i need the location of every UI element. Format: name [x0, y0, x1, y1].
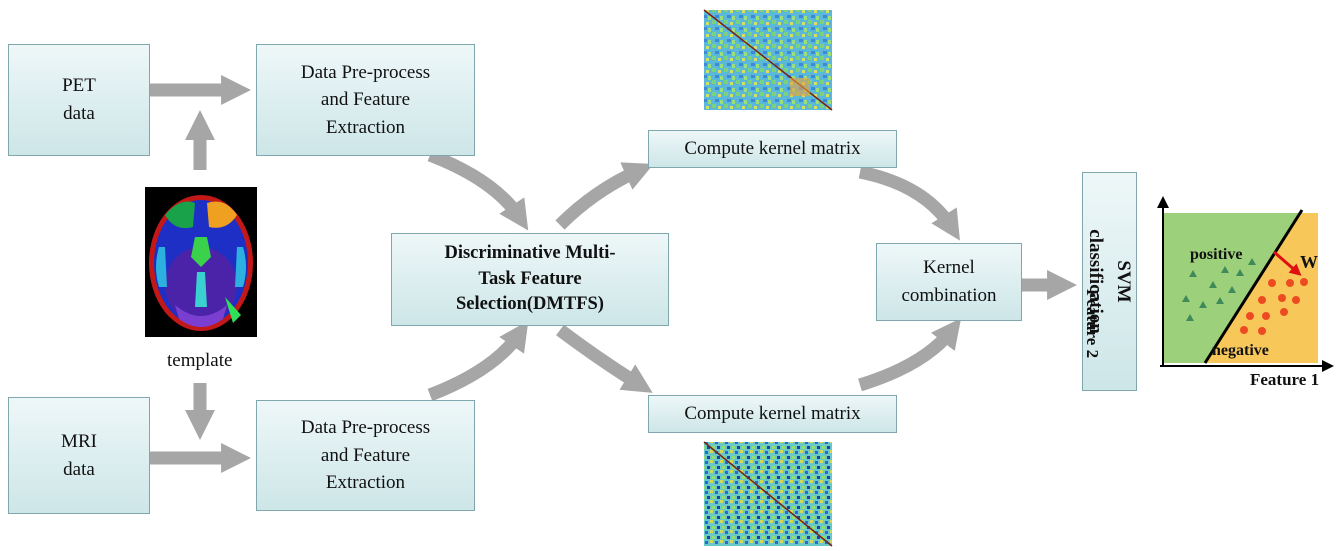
preprocess-top-box: Data Pre-process and Feature Extraction	[256, 44, 475, 156]
negative-sample	[1300, 278, 1308, 286]
negative-sample	[1280, 308, 1288, 316]
arrow-kernel-bottom-to-combination	[858, 318, 962, 392]
pet-data-label: PET data	[62, 75, 96, 124]
positive-sample	[1209, 281, 1217, 288]
arrow-preprocess-bottom-to-dmtfs	[427, 320, 529, 402]
arrow-kernel-top-to-combination	[858, 165, 960, 241]
kernel-matrix-top-label: Compute kernel matrix	[684, 138, 861, 160]
negative-sample	[1268, 279, 1276, 287]
dmtfs-box: Discriminative Multi- Task Feature Selec…	[391, 233, 669, 326]
negative-sample	[1286, 279, 1294, 287]
mri-data-label: MRI data	[61, 430, 97, 480]
kernel-matrix-heatmap-bottom	[700, 440, 836, 548]
preprocess-top-label: Data Pre-process and Feature Extraction	[300, 61, 431, 138]
negative-sample	[1292, 296, 1300, 304]
negative-region	[1205, 213, 1318, 363]
kernel-matrix-top-box: Compute kernel matrix	[648, 130, 897, 168]
positive-sample	[1186, 314, 1194, 321]
w-vector-arrow	[1273, 250, 1302, 276]
negative-sample	[1258, 296, 1266, 304]
decision-boundary	[1203, 209, 1304, 364]
negative-sample	[1258, 327, 1266, 335]
negative-sample	[1262, 312, 1270, 320]
positive-sample	[1248, 258, 1256, 265]
kernel-combination-box: Kernel combination	[876, 243, 1022, 321]
negative-sample	[1278, 294, 1286, 302]
negative-sample	[1240, 326, 1248, 334]
preprocess-bottom-label: Data Pre-process and Feature Extraction	[300, 417, 431, 494]
positive-sample	[1216, 297, 1224, 304]
arrow-dmtfs-to-kernel-bottom	[556, 324, 653, 393]
positive-sample	[1236, 269, 1244, 276]
template-label: template	[167, 350, 233, 371]
pet-data-box: PET data	[8, 44, 150, 156]
preprocess-bottom-box: Data Pre-process and Feature Extraction	[256, 400, 475, 511]
kernel-matrix-bottom-box: Compute kernel matrix	[648, 395, 897, 433]
kernel-matrix-bottom-label: Compute kernel matrix	[684, 403, 861, 425]
dmtfs-label: Discriminative Multi- Task Feature Selec…	[444, 242, 616, 315]
positive-sample	[1182, 295, 1190, 302]
positive-sample	[1199, 301, 1207, 308]
brain-template-image	[145, 187, 257, 337]
positive-label: positive	[1190, 246, 1243, 263]
negative-sample	[1246, 312, 1254, 320]
kernel-matrix-heatmap-top	[700, 8, 836, 116]
positive-sample	[1189, 270, 1197, 277]
kernel-combination-label: Kernel combination	[901, 257, 997, 306]
arrow-dmtfs-to-kernel-top	[555, 162, 654, 230]
positive-sample	[1221, 266, 1229, 273]
arrow-preprocess-top-to-dmtfs	[427, 148, 529, 231]
positive-samples	[1182, 258, 1256, 321]
mri-data-box: MRI data	[8, 397, 150, 514]
positive-sample	[1228, 286, 1236, 293]
svm-classification-box: SVM classification	[1082, 172, 1137, 391]
x-axis-label: Feature 1	[1250, 370, 1320, 389]
negative-samples	[1240, 278, 1308, 335]
w-label: W	[1300, 252, 1318, 272]
y-axis-label: Feature 2	[1083, 289, 1102, 359]
negative-label: negative	[1212, 342, 1269, 359]
